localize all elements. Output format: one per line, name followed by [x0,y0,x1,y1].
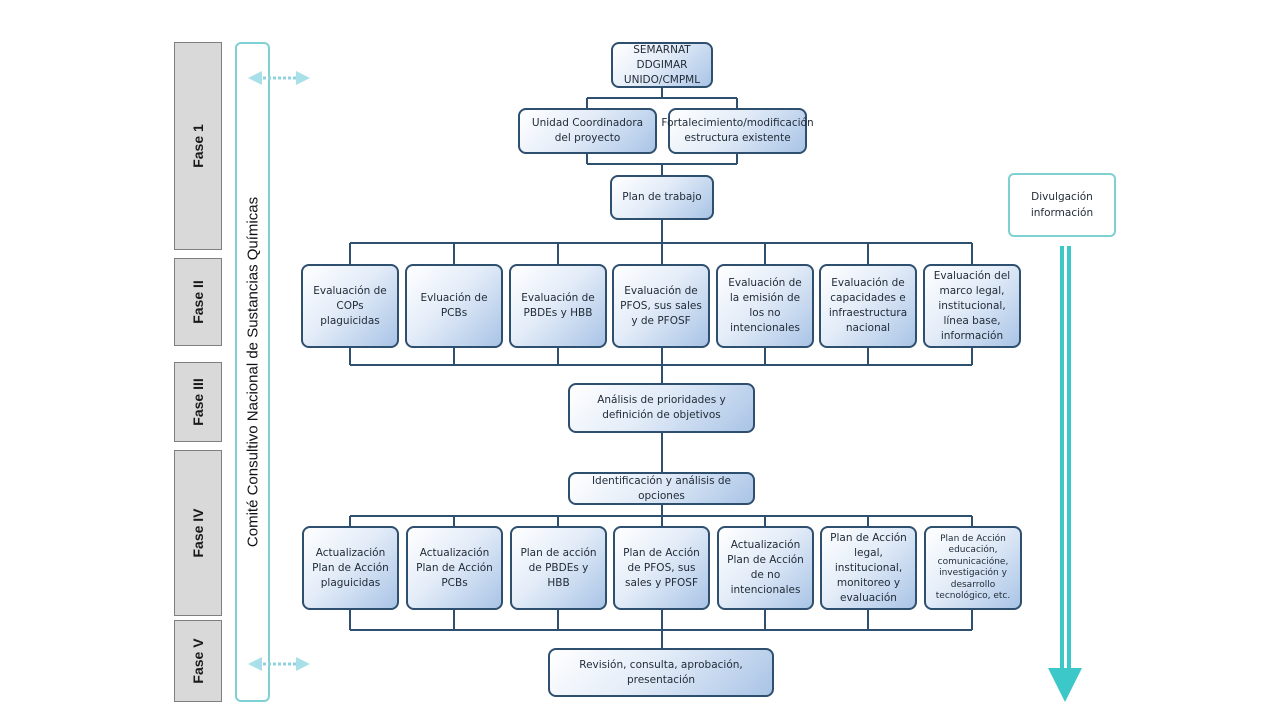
node-evaluation: Evaluación de PFOS, sus sales y de PFOSF [612,264,710,348]
node-semarnat: SEMARNAT DDGIMAR UNIDO/CMPML [611,42,713,88]
node-action-plan: Plan de Acción legal, institucional, mon… [820,526,917,610]
dissemination-arrow [1048,246,1082,702]
node-action-plan: Plan de acción de PBDEs y HBB [510,526,607,610]
node-evaluation: Evaluación del marco legal, instituciona… [923,264,1021,348]
node-fortalecimiento: Fortalecimiento/modificación estructura … [661,108,814,154]
node-analisis: Análisis de prioridades y definición de … [568,383,755,433]
node-unidad-coordinadora: Unidad Coordinadora del proyecto [518,108,657,154]
phase-5: Fase V [174,620,222,702]
node-identificacion: Identificación y análisis de opciones [568,472,755,505]
node-evaluation: Evaluación de PBDEs y HBB [509,264,607,348]
dissemination-label: Divulgación información [1030,191,1094,219]
node-evaluation: Evluación de PCBs [405,264,503,348]
node-action-plan: Actualización Plan de Acción de no inten… [717,526,814,610]
node-action-plan: Plan de Acción educación, comunicacióne,… [924,526,1022,610]
node-plan-trabajo: Plan de trabajo [610,175,714,220]
committee-box: Comité Consultivo Nacional de Sustancias… [235,42,270,702]
dissemination-box: Divulgación información [1008,173,1116,237]
node-evaluation: Evaluación de COPs plaguicidas [301,264,399,348]
node-evaluation: Evaluación de capacidades e infraestruct… [819,264,917,348]
phase-2: Fase II [174,258,222,346]
node-evaluation: Evaluación de la emisión de los no inten… [716,264,814,348]
phase-3: Fase III [174,362,222,442]
phase-4: Fase IV [174,450,222,616]
node-revision: Revisión, consulta, aprobación, presenta… [548,648,774,697]
node-action-plan: Actualización Plan de Acción plaguicidas [302,526,399,610]
node-action-plan: Plan de Acción de PFOS, sus sales y PFOS… [613,526,710,610]
node-action-plan: Actualización Plan de Acción PCBs [406,526,503,610]
phase-1: Fase 1 [174,42,222,250]
